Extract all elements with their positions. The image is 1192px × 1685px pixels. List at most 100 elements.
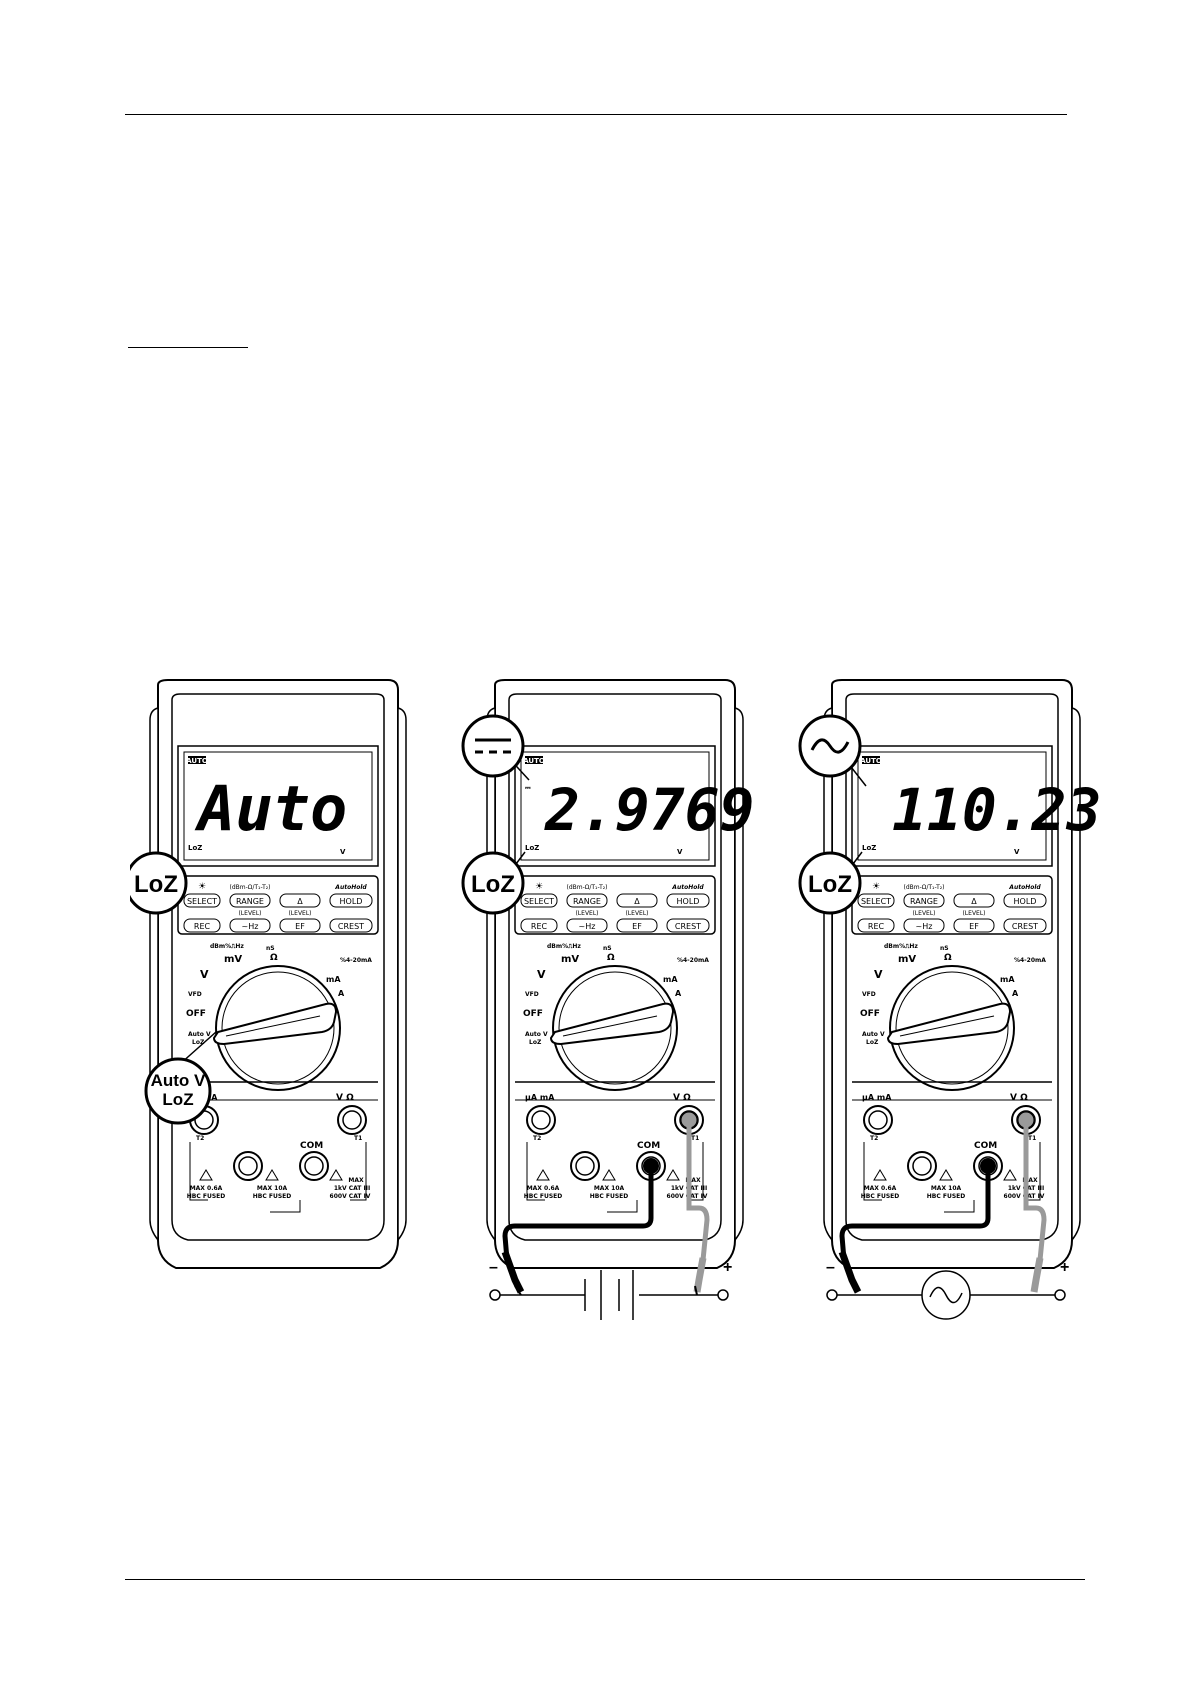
footer-rule <box>125 1579 1085 1580</box>
svg-text:T2: T2 <box>196 1135 204 1142</box>
meter-3-lcd: AUTO 110.23 LoZ V <box>860 756 1100 856</box>
meter-3-test-leads: – + <box>826 1111 1069 1294</box>
svg-text:(LEVEL): (LEVEL) <box>962 910 985 917</box>
ef-button: EF <box>295 922 305 931</box>
hz-button: ~Hz <box>242 922 259 931</box>
svg-text:Auto V: Auto V <box>188 1031 211 1038</box>
svg-text:V: V <box>677 848 683 856</box>
svg-text:HBC FUSED: HBC FUSED <box>187 1193 225 1200</box>
svg-text:~Hz: ~Hz <box>916 922 933 931</box>
svg-text:V Ω: V Ω <box>336 1093 354 1103</box>
auto-v-loz-callout <box>144 1057 212 1125</box>
svg-text:(dBm-Ω/T₁-T₂): (dBm-Ω/T₁-T₂) <box>567 884 608 891</box>
loz-measurement-figure: AUTO Auto LoZ V ☀ (dBm-Ω/T₁-T₂) AutoHold… <box>130 675 1100 1335</box>
svg-text:☀: ☀ <box>535 882 543 892</box>
meter-2-lcd: AUTO ⎓ 2.9769 LoZ V <box>523 756 755 856</box>
svg-text:%4-20mA: %4-20mA <box>677 957 709 964</box>
svg-text:μA mA: μA mA <box>862 1093 892 1102</box>
svg-text:MAX 0.6A: MAX 0.6A <box>190 1185 223 1192</box>
svg-text:~Hz: ~Hz <box>579 922 596 931</box>
svg-text:(LEVEL): (LEVEL) <box>288 910 311 917</box>
svg-text:%4-20mA: %4-20mA <box>1014 957 1046 964</box>
svg-text:nS: nS <box>603 945 612 952</box>
svg-text:dBm%⎍Hz: dBm%⎍Hz <box>884 943 918 950</box>
meter-1-dial-labels: dBm%⎍Hz mV V VFD OFF Auto V LoZ nS Ω %4-… <box>186 943 372 1046</box>
svg-text:A: A <box>338 989 345 998</box>
loz-callout <box>798 851 862 915</box>
svg-text:Auto V: Auto V <box>862 1031 885 1038</box>
svg-text:mA: mA <box>663 975 678 984</box>
svg-text:HOLD: HOLD <box>1014 897 1037 906</box>
svg-text:T2: T2 <box>870 1135 878 1142</box>
svg-text:EF: EF <box>969 922 979 931</box>
svg-text:mV: mV <box>898 954 916 965</box>
svg-text:OFF: OFF <box>860 1009 880 1019</box>
svg-text:+: + <box>1060 1259 1069 1276</box>
meter-1: AUTO Auto LoZ V ☀ (dBm-Ω/T₁-T₂) AutoHold… <box>130 679 407 1269</box>
svg-text:MAX: MAX <box>685 1177 701 1184</box>
svg-text:OFF: OFF <box>523 1009 543 1019</box>
svg-text:V: V <box>200 968 209 981</box>
svg-text:REC: REC <box>531 922 548 931</box>
svg-text:MAX 10A: MAX 10A <box>257 1185 288 1192</box>
svg-text:RANGE: RANGE <box>573 897 601 906</box>
meter-3: AUTO 110.23 LoZ V ☀ (dBm-Ω/T₁-T₂) AutoHo… <box>798 679 1100 1320</box>
svg-text:COM: COM <box>300 1141 323 1151</box>
loz-callout <box>461 851 525 915</box>
svg-text:SELECT: SELECT <box>861 897 891 906</box>
lcd-reading: 110.23 <box>892 776 1100 844</box>
svg-text:AutoHold: AutoHold <box>671 884 704 891</box>
lcd-reading: Auto <box>194 772 347 845</box>
loz-callout <box>130 851 188 915</box>
svg-text:HBC FUSED: HBC FUSED <box>927 1193 965 1200</box>
svg-text:MAX 10A: MAX 10A <box>931 1185 962 1192</box>
svg-text:mA: mA <box>1000 975 1015 984</box>
svg-text:nS: nS <box>266 945 275 952</box>
positive-probe-label: + <box>723 1259 732 1276</box>
svg-text:T2: T2 <box>533 1135 541 1142</box>
svg-text:HBC FUSED: HBC FUSED <box>524 1193 562 1200</box>
negative-probe-label: – <box>489 1259 498 1276</box>
crest-button: CREST <box>338 922 364 931</box>
svg-text:AutoHold: AutoHold <box>334 884 367 891</box>
svg-text:☀: ☀ <box>198 882 206 892</box>
svg-text:LoZ: LoZ <box>192 1039 205 1046</box>
svg-text:LoZ: LoZ <box>471 871 515 898</box>
svg-text:1kV CAT III: 1kV CAT III <box>334 1185 370 1192</box>
svg-text:600V CAT IV: 600V CAT IV <box>330 1193 371 1200</box>
svg-text:mV: mV <box>561 954 579 965</box>
svg-text:(dBm-Ω/T₁-T₂): (dBm-Ω/T₁-T₂) <box>230 884 271 891</box>
svg-text:REC: REC <box>868 922 885 931</box>
svg-text:CREST: CREST <box>675 922 701 931</box>
meter-3-buttons: ☀ (dBm-Ω/T₁-T₂) AutoHold SELECT RANGE Δ … <box>861 882 1041 931</box>
range-button: RANGE <box>236 897 264 906</box>
svg-text:LoZ: LoZ <box>162 1090 193 1109</box>
svg-text:T1: T1 <box>1028 1135 1036 1142</box>
svg-text:LoZ: LoZ <box>862 844 876 852</box>
battery-source <box>489 1270 729 1320</box>
svg-text:mA: mA <box>326 975 341 984</box>
svg-text:%4-20mA: %4-20mA <box>340 957 372 964</box>
svg-text:COM: COM <box>637 1141 660 1151</box>
delta-button: Δ <box>297 897 303 906</box>
hold-button: HOLD <box>340 897 363 906</box>
lcd-loz-indicator: LoZ <box>188 844 202 852</box>
figure-svg: AUTO Auto LoZ V ☀ (dBm-Ω/T₁-T₂) AutoHold… <box>130 679 1100 1320</box>
svg-text:AUTO: AUTO <box>860 757 882 765</box>
svg-text:mV: mV <box>224 954 242 965</box>
auto-badge: AUTO <box>186 757 208 765</box>
svg-text:V Ω: V Ω <box>673 1093 691 1103</box>
svg-text:Δ: Δ <box>634 897 640 906</box>
svg-text:SELECT: SELECT <box>524 897 554 906</box>
svg-text:MAX 0.6A: MAX 0.6A <box>527 1185 560 1192</box>
svg-text:LoZ: LoZ <box>525 844 539 852</box>
svg-text:A: A <box>1012 989 1019 998</box>
svg-text:OFF: OFF <box>186 1009 206 1019</box>
svg-text:(dBm-Ω/T₁-T₂): (dBm-Ω/T₁-T₂) <box>904 884 945 891</box>
svg-text:–: – <box>826 1259 835 1276</box>
svg-text:dBm%⎍Hz: dBm%⎍Hz <box>210 943 244 950</box>
svg-text:HOLD: HOLD <box>677 897 700 906</box>
svg-text:LoZ: LoZ <box>529 1039 542 1046</box>
svg-text:Auto V: Auto V <box>151 1071 206 1090</box>
svg-text:AUTO: AUTO <box>523 757 545 765</box>
